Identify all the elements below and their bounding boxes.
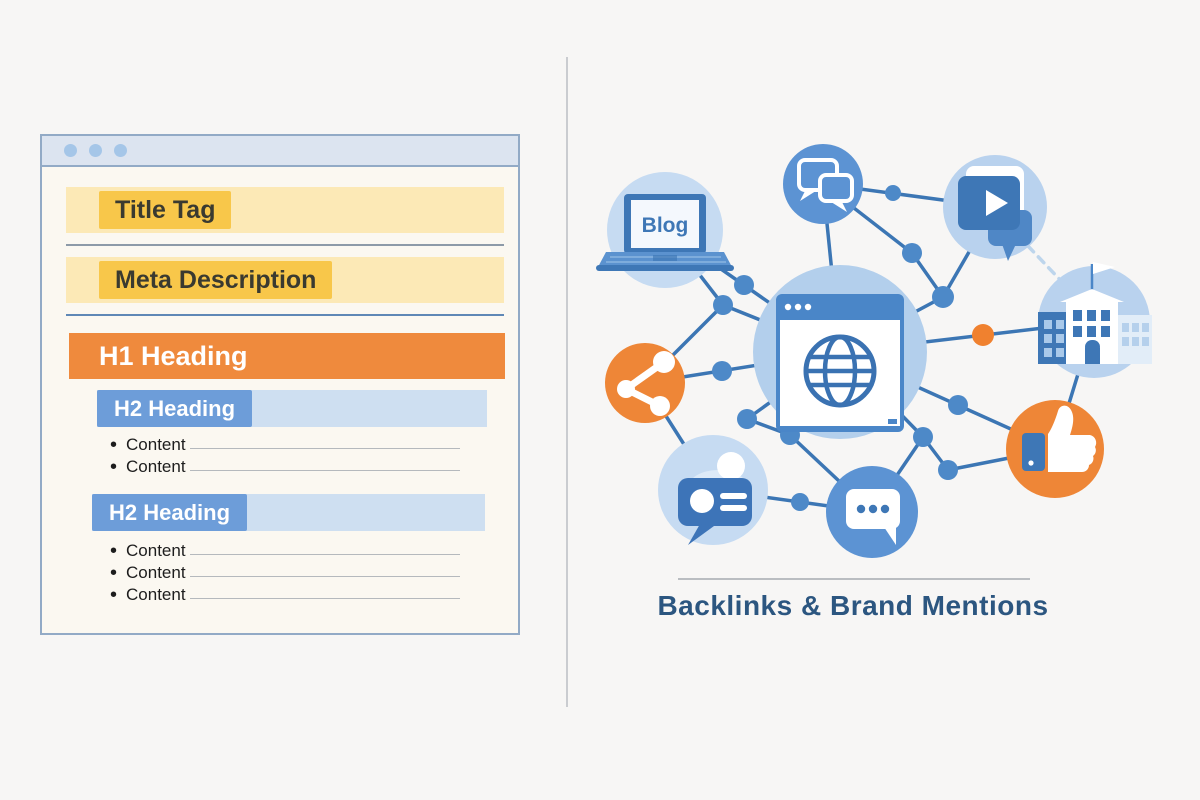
separator xyxy=(66,244,504,246)
window-dot-icon xyxy=(89,144,102,157)
message-dots-icon xyxy=(846,489,900,545)
orange-junction-dot xyxy=(972,324,994,346)
title-tag-label: Title Tag xyxy=(99,191,232,229)
content-bullet-row: • Content xyxy=(110,584,460,606)
browser-titlebar xyxy=(42,136,518,167)
dashed-edge xyxy=(1026,244,1066,286)
building-icon xyxy=(1038,262,1152,364)
h2-heading-label: H2 Heading xyxy=(97,390,253,427)
node-share xyxy=(605,343,685,423)
meta-description-label: Meta Description xyxy=(99,261,333,299)
blog-laptop-icon: Blog xyxy=(596,194,734,271)
node-video xyxy=(943,155,1047,261)
content-bullet-row: • Content xyxy=(110,540,460,562)
h2-heading-row: H2 Heading xyxy=(92,494,485,531)
title-tag-row: Title Tag xyxy=(66,187,504,233)
node-thumbs-up xyxy=(1006,400,1104,498)
thumbs-up-icon xyxy=(1022,405,1097,472)
bullet-icon: • xyxy=(110,562,118,584)
bullet-icon: • xyxy=(110,434,118,456)
blog-label: Blog xyxy=(642,214,689,237)
node-user-mention xyxy=(658,435,768,545)
panel-divider xyxy=(566,57,568,707)
bullet-icon: • xyxy=(110,584,118,606)
content-bullet-row: • Content xyxy=(110,434,460,456)
window-dot-icon xyxy=(64,144,77,157)
node-blog: Blog xyxy=(596,172,734,288)
bullet-icon: • xyxy=(110,540,118,562)
video-player-icon xyxy=(958,166,1032,261)
diagram-caption: Backlinks & Brand Mentions xyxy=(657,590,1049,621)
bullet-icon: • xyxy=(110,456,118,478)
browser-mockup: Title Tag Meta Description H1 Heading H2… xyxy=(40,134,520,635)
h2-heading-label: H2 Heading xyxy=(92,494,248,531)
content-bullet-row: • Content xyxy=(110,562,460,584)
chat-bubbles-icon xyxy=(797,158,854,212)
placeholder-line xyxy=(189,553,460,555)
separator xyxy=(66,314,504,316)
node-institution xyxy=(1038,262,1152,378)
node-chat-bubbles xyxy=(783,144,863,224)
browser-globe-icon xyxy=(776,294,904,432)
user-mention-icon xyxy=(678,452,752,545)
window-dot-icon xyxy=(114,144,127,157)
network-junction-dots xyxy=(712,185,968,511)
content-bullet-row: • Content xyxy=(110,456,460,478)
node-website-center xyxy=(753,265,927,439)
placeholder-line xyxy=(189,575,460,577)
placeholder-line xyxy=(189,469,460,471)
placeholder-line xyxy=(189,597,460,599)
share-icon xyxy=(617,351,675,416)
h1-heading-bar: H1 Heading xyxy=(69,333,505,379)
meta-description-row: Meta Description xyxy=(66,257,504,303)
caption-rule xyxy=(678,578,1030,580)
placeholder-line xyxy=(189,447,460,449)
node-message-dots xyxy=(826,466,918,558)
h2-heading-row: H2 Heading xyxy=(97,390,487,427)
